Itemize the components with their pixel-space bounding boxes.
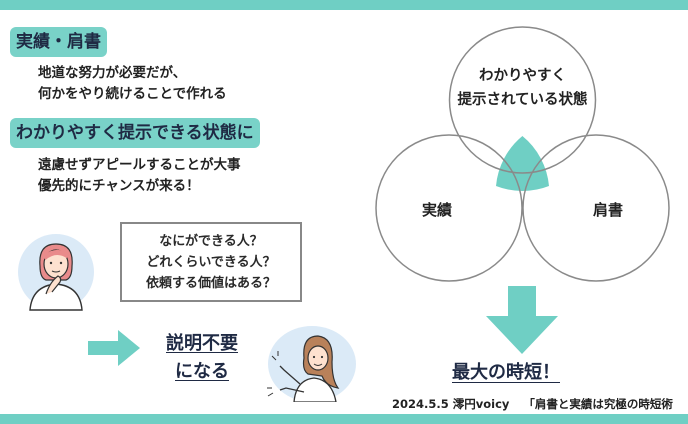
pointing-woman-avatar [267,326,356,402]
venn-left-label: 実績 [422,201,452,219]
arrow-right-icon [88,330,140,366]
presentable-description: 遠慮せずアピールすることが大事 優先的にチャンスが来る！ [38,155,241,197]
venn-top-label-line1: わかりやすく [479,67,566,84]
bottom-accent-bar [0,414,688,424]
description-line: 優先的にチャンスが来る！ [38,178,200,194]
arrow-down-icon [486,286,558,354]
venn-top-label-line2: 提示されている状態 [457,90,587,108]
venn-circle-achievements [375,134,523,282]
description-line: 遠慮せずアピールすることが大事 [38,157,241,173]
description-line: 地道な努力が必要だが、 [38,65,187,81]
no-explanation-needed: 説明不要 になる [152,330,252,386]
venn-right-label: 肩書 [593,201,623,219]
heading-achievements-title: 実績・肩書 [10,27,107,57]
venn-circle-title [522,134,670,282]
achievements-description: 地道な努力が必要だが、 何かをやり続けることで作れる [38,63,227,105]
top-accent-bar [0,0,688,10]
venn-intersection [496,136,549,191]
question-line: どれくらいできる人？ [146,255,276,270]
venn-diagram: わかりやすく 提示されている状態 実績 肩書 [375,26,670,282]
no-explain-line: 説明不要 [166,333,238,354]
venn-circle-presentable [448,26,597,174]
questions-box: なにができる人？ どれくらいできる人？ 依頼する価値はある？ [120,222,302,302]
description-line: 何かをやり続けることで作れる [38,86,227,102]
result-time-saving: 最大の時短！ [452,362,560,383]
footer-date-source: 2024.5.5 澪円voicy [392,397,510,411]
thinking-woman-avatar [18,234,94,311]
question-line: なにができる人？ [159,234,263,249]
footer-title: 「肩書と実績は究極の時短術 [523,397,673,411]
question-line: 依頼する価値はある？ [145,276,276,291]
heading-presentable-state: わかりやすく提示できる状態に [10,118,260,148]
no-explain-line: になる [175,361,229,382]
footer-source: 2024.5.5 澪円voicy 「肩書と実績は究極の時短術 [392,396,688,412]
